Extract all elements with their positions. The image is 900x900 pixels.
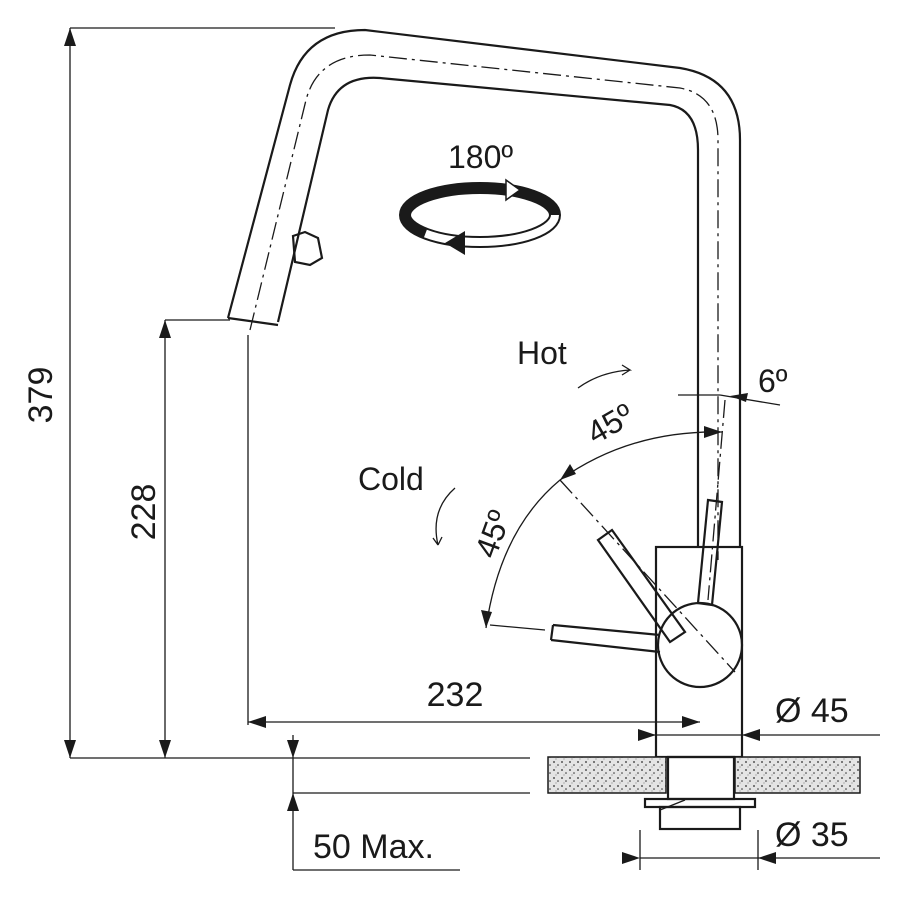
dimension-max-counter: 50 Max.: [313, 828, 434, 866]
lever-tilt-label: 6º: [758, 363, 788, 399]
lever-cold-position: [549, 623, 661, 654]
dimension-shank-diameter: Ø 35: [775, 816, 849, 854]
cold-angle-label: 45º: [468, 505, 518, 562]
dimension-spout-height: 228: [125, 484, 163, 541]
lever-middle-position: [596, 528, 687, 644]
dimension-lines: [64, 27, 880, 871]
spray-button: [291, 230, 324, 267]
swivel-angle-label: 180º: [448, 139, 513, 175]
cold-arrow-icon: [432, 487, 456, 546]
cold-label: Cold: [358, 461, 424, 497]
hot-label: Hot: [517, 335, 567, 371]
dimension-spout-reach: 232: [427, 676, 484, 714]
faucet-body: [549, 399, 744, 759]
lever-hot-position: [696, 498, 724, 607]
dimension-base-diameter: Ø 45: [775, 692, 849, 730]
lever-hub: [656, 601, 744, 689]
rotation-arrow-icon: [399, 178, 561, 255]
dimension-total-height: 379: [22, 367, 60, 424]
spout: [226, 28, 742, 560]
countertop: [547, 755, 861, 831]
hot-angle-label: 45º: [581, 396, 640, 451]
hot-arrow-icon: [577, 364, 633, 389]
